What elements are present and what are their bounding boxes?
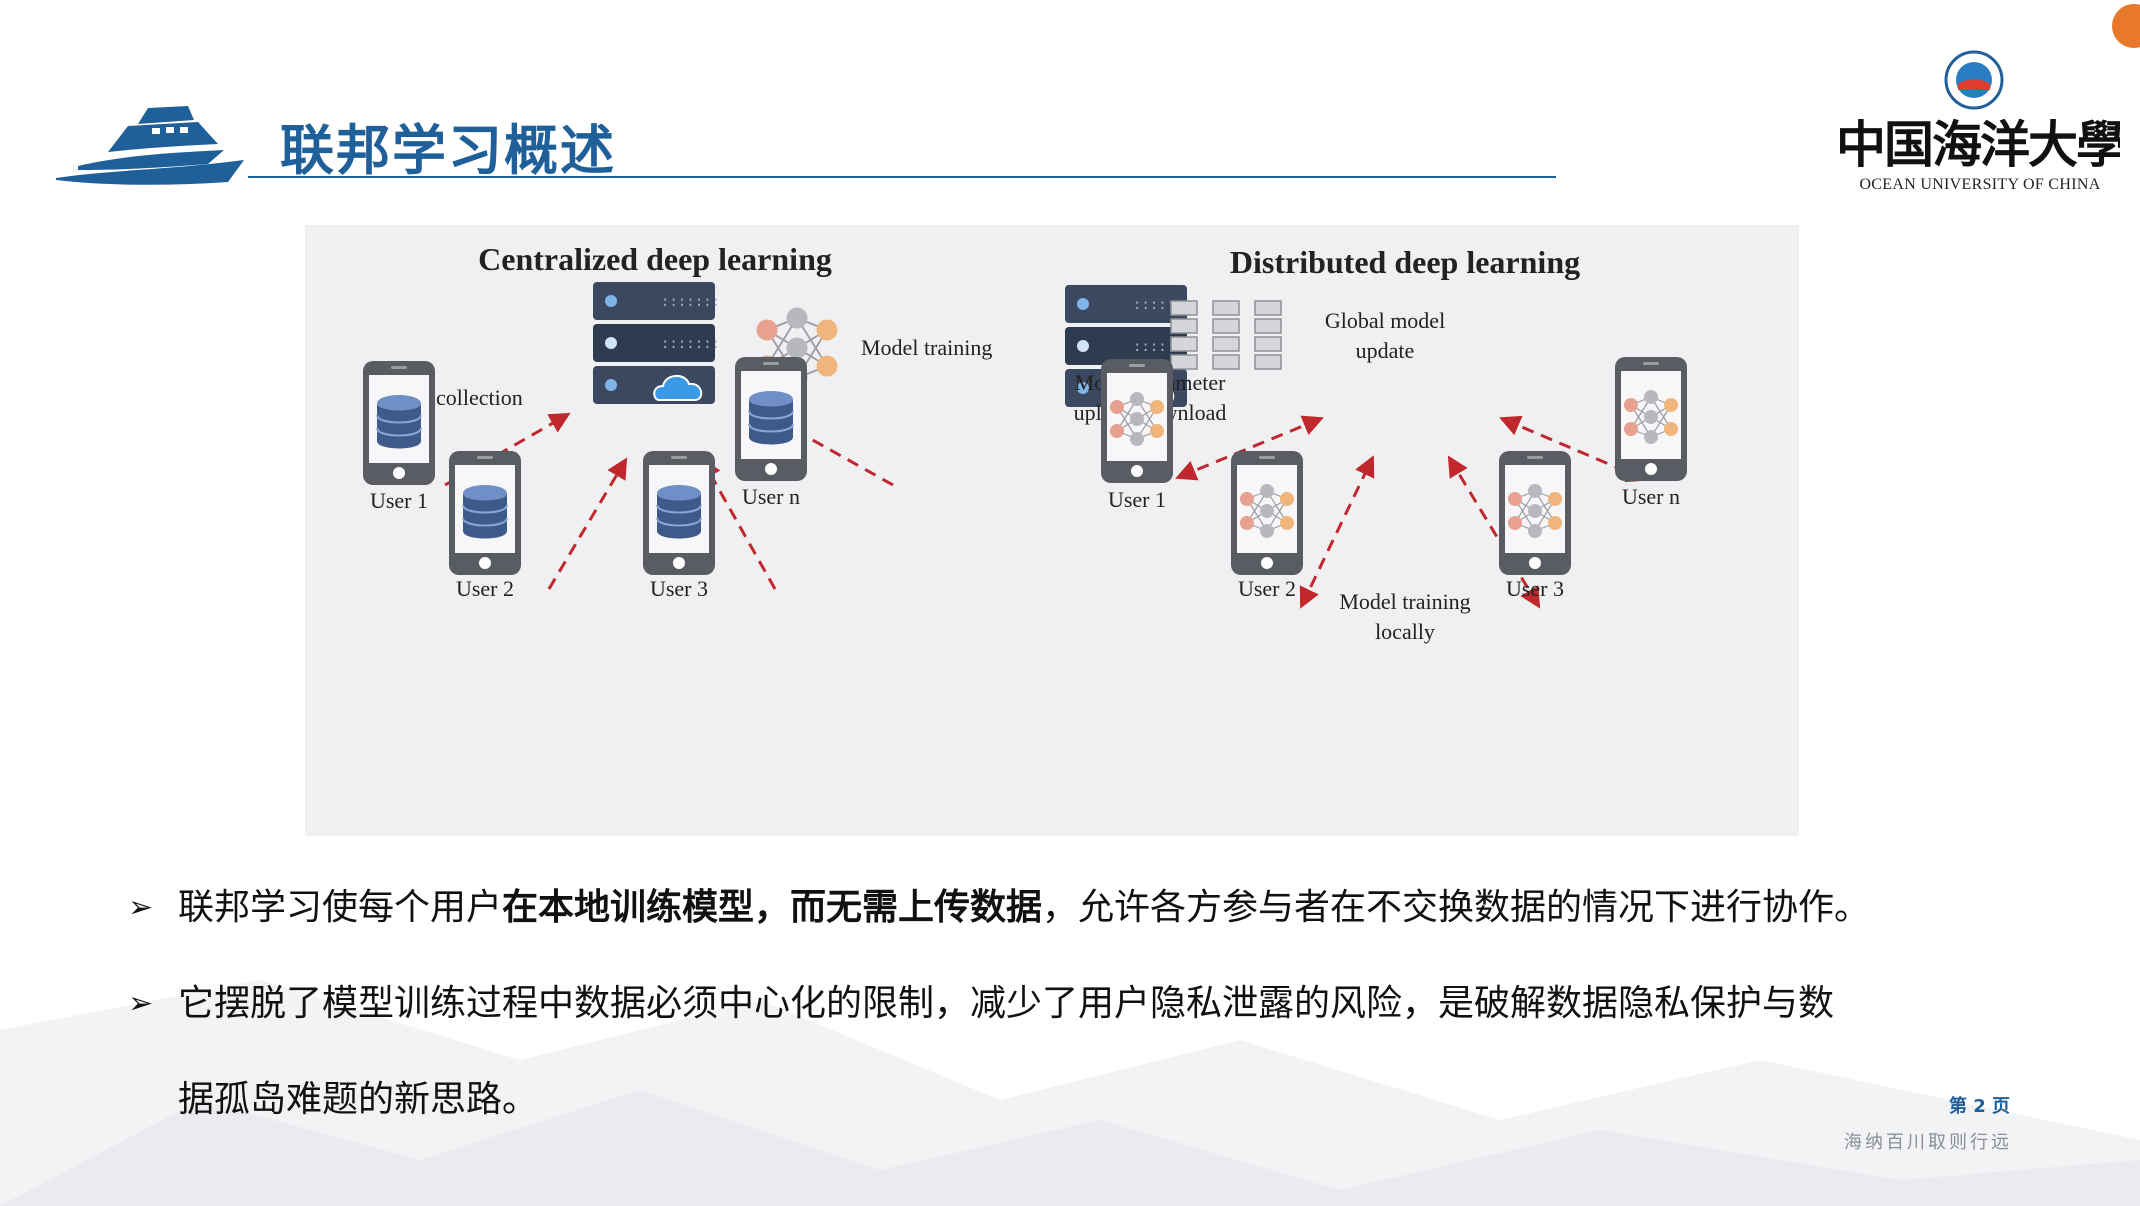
title-divider bbox=[248, 176, 1556, 178]
server-icon bbox=[592, 281, 722, 405]
bullet-arrow-icon: ➢ bbox=[128, 986, 154, 1021]
user-phone: User 3 bbox=[1499, 451, 1571, 601]
university-name-en: OCEAN UNIVERSITY OF CHINA bbox=[1859, 176, 2101, 193]
local-training-label: locally bbox=[1375, 619, 1435, 644]
user-phone: User n bbox=[1615, 357, 1687, 509]
bullet-arrow-icon: ➢ bbox=[128, 890, 154, 925]
svg-text:User n: User n bbox=[742, 484, 800, 509]
user-phone: User 1 bbox=[363, 361, 435, 513]
user-phone: User 1 bbox=[1101, 359, 1173, 512]
user-phone: User n bbox=[735, 357, 807, 509]
bullet-item: ➢联邦学习使每个用户在本地训练模型，而无需上传数据，允许各方参与者在不交换数据的… bbox=[128, 860, 2068, 956]
user-phone: User 3 bbox=[643, 451, 715, 601]
global-model-label: update bbox=[1356, 338, 1415, 363]
distributed-title: Distributed deep learning bbox=[1230, 244, 1580, 280]
local-training-label: Model training bbox=[1339, 589, 1470, 614]
model-training-label: Model training bbox=[861, 335, 992, 360]
ship-logo bbox=[56, 106, 244, 185]
federated-learning-figure: ::::::: ::::::: bbox=[305, 225, 1799, 836]
university-motto: 海纳百川取则行远 bbox=[1844, 1132, 2012, 1153]
bullet-item: ➢它摆脱了模型训练过程中数据必须中心化的限制，减少了用户隐私泄露的风险，是破解数… bbox=[128, 956, 2068, 1148]
user-phone: User 2 bbox=[449, 451, 521, 601]
svg-text:User 1: User 1 bbox=[1108, 487, 1166, 512]
global-model-label: Global model bbox=[1325, 308, 1445, 333]
svg-text:User 1: User 1 bbox=[370, 488, 428, 513]
centralized-title: Centralized deep learning bbox=[478, 241, 832, 277]
svg-text:User 3: User 3 bbox=[1506, 576, 1564, 601]
svg-text:User 2: User 2 bbox=[456, 576, 514, 601]
notification-badge[interactable] bbox=[2112, 4, 2140, 48]
svg-text:User 2: User 2 bbox=[1238, 576, 1296, 601]
svg-text:中国海洋大學: 中国海洋大學 bbox=[1840, 115, 2120, 174]
university-logo: 中国海洋大學 bbox=[1840, 50, 2120, 174]
bullet-list: ➢联邦学习使每个用户在本地训练模型，而无需上传数据，允许各方参与者在不交换数据的… bbox=[128, 860, 2068, 1148]
page-title: 联邦学习概述 bbox=[280, 119, 616, 182]
svg-text:User 3: User 3 bbox=[650, 576, 708, 601]
page-number: 第 2 页 bbox=[1948, 1096, 2010, 1117]
parameter-grid-icon bbox=[1170, 300, 1282, 370]
user-phone: User 2 bbox=[1231, 451, 1303, 601]
svg-text:User n: User n bbox=[1622, 484, 1680, 509]
